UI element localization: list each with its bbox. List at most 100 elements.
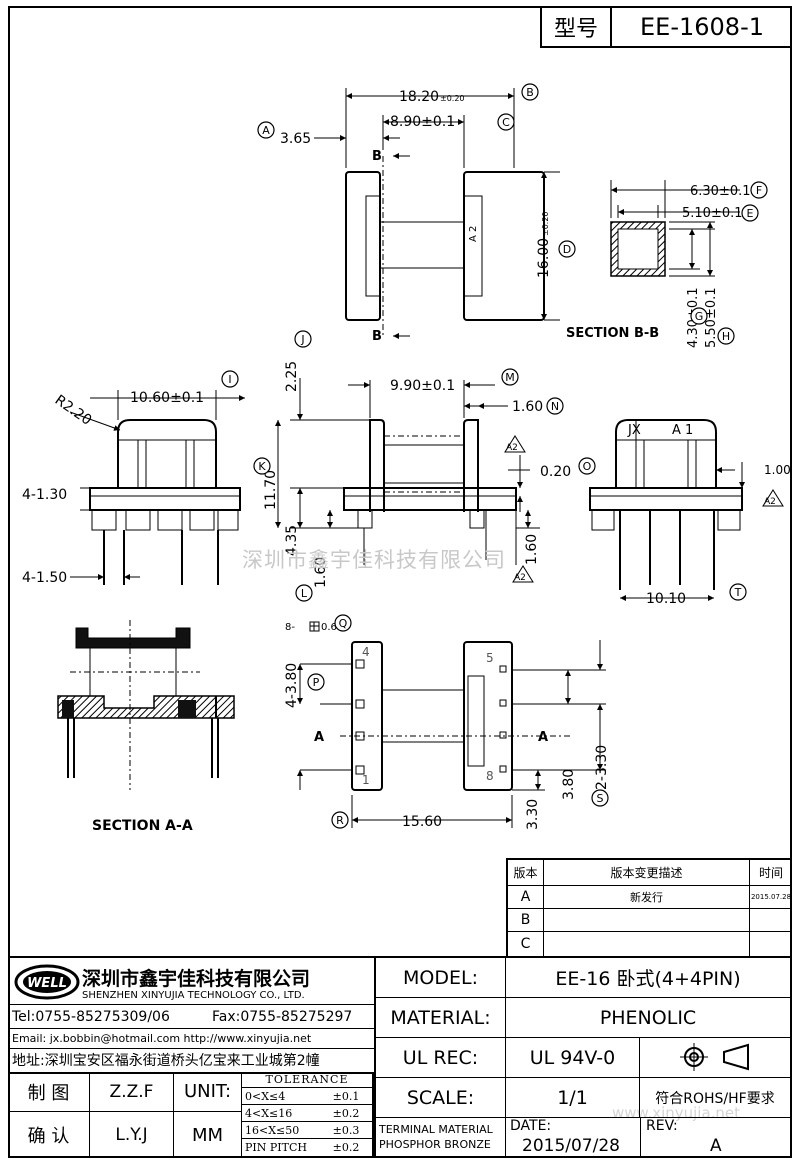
- title-block: WELL 深圳市鑫宇佳科技有限公司 SHENZHEN XINYUJIA TECH…: [8, 956, 792, 1158]
- top-view: [314, 88, 560, 339]
- callout-letter-b: B: [526, 86, 534, 99]
- material-value: PHENOLIC: [506, 998, 790, 1038]
- tol-value-4: ±0.2: [332, 1141, 360, 1154]
- callout-letter-t: T: [734, 586, 742, 599]
- section-b-bottom: B: [372, 329, 382, 344]
- callout-letter-i: I: [228, 373, 231, 386]
- callout-h: [717, 327, 735, 345]
- rohs-note: 符合ROHS/HF要求: [640, 1078, 790, 1118]
- left-side-view: [69, 390, 245, 585]
- unit-value: MM: [174, 1112, 242, 1158]
- dim-0-60: 0.60: [321, 622, 343, 633]
- dim-r2-20: R2.20: [52, 392, 95, 429]
- pin-5-label: 5: [486, 651, 494, 665]
- dim-0-20: 0.20: [540, 464, 571, 480]
- rev-row-b-ver: B: [508, 909, 544, 932]
- rev-header-desc: 版本变更描述: [544, 860, 750, 886]
- callout-letter-n: N: [551, 400, 559, 413]
- company-tel: Tel:0755-85275309/06: [12, 1009, 170, 1025]
- callout-letter-p: P: [313, 676, 320, 689]
- callout-letter-q: Q: [339, 617, 348, 630]
- company-fax: Fax:0755-85275297: [212, 1009, 353, 1025]
- callout-e: [741, 204, 759, 222]
- type-label-cell: 型号: [540, 8, 610, 48]
- dim-3-65: 3.65: [280, 131, 311, 147]
- dim-4-1-30: 4-1.30: [22, 487, 67, 503]
- dim-2-3-30: 2-3.30: [594, 745, 610, 790]
- callout-letter-k: K: [258, 460, 266, 473]
- callout-t: [729, 583, 747, 601]
- projection-symbol-cell: [640, 1038, 790, 1078]
- rev-header-date: 时间: [750, 860, 792, 886]
- dim-15-60: 15.60: [402, 814, 442, 830]
- scale-label: SCALE:: [376, 1078, 506, 1118]
- date-value: 2015/07/28: [522, 1136, 620, 1156]
- callout-letter-d: D: [563, 243, 571, 256]
- rev-row-c-date: [750, 932, 792, 956]
- rev-row-a-desc: 新发行: [544, 886, 750, 909]
- rev-row-c-ver: C: [508, 932, 544, 956]
- callout-s: [591, 789, 609, 807]
- watermark-company: 深圳市鑫宇佳科技有限公司: [242, 548, 506, 572]
- revision-table: 版本 版本变更描述 时间 A 新发行 2015.07.28 B C: [506, 858, 792, 956]
- ulrec-label: UL REC:: [376, 1038, 506, 1078]
- company-address: 地址:深圳宝安区福永街道桥头亿宝来工业城第2幢: [12, 1053, 320, 1069]
- callout-letter-j: J: [300, 333, 304, 346]
- jx-mark: JX: [627, 423, 641, 438]
- dim-3-80: 3.80: [561, 769, 577, 800]
- pin-8-label: 8: [486, 769, 494, 783]
- a1-mark: A 1: [672, 423, 693, 438]
- tol-value-2: ±0.2: [320, 1105, 372, 1122]
- callout-letter-h: H: [722, 330, 730, 343]
- well-logo-icon: WELL: [14, 964, 80, 1000]
- rev-row-a-ver: A: [508, 886, 544, 909]
- model-value: EE-16 卧式(4+4PIN): [506, 958, 790, 998]
- a2-mark-2: A2: [514, 573, 526, 583]
- dim-5-10: 5.10±0.1: [682, 206, 743, 221]
- company-name-en: SHENZHEN XINYUJIA TECHNOLOGY CO., LTD.: [82, 990, 305, 1001]
- callout-letter-c: C: [502, 116, 510, 129]
- dim-8-90: 8.90±0.1: [390, 114, 455, 130]
- callout-letter-o: O: [583, 460, 592, 473]
- dim-10-60: 10.60±0.1: [130, 390, 204, 406]
- drawn-value: Z.Z.F: [90, 1072, 174, 1112]
- callout-q: [334, 614, 352, 632]
- section-aa-label: SECTION A-A: [92, 818, 193, 834]
- check-label: 确 认: [8, 1112, 90, 1158]
- callout-letter-s: S: [597, 792, 604, 805]
- callout-o: [578, 457, 596, 475]
- callout-g: [690, 307, 708, 325]
- dim-1-60-front: 1.60: [313, 557, 329, 588]
- tol-range-3: 16<X≤50: [242, 1122, 320, 1139]
- callout-m: [501, 368, 519, 386]
- type-label: 型号: [553, 17, 598, 42]
- dim-1-00: 1.00: [764, 463, 791, 477]
- dim-5-50: 5.50±0.1: [704, 287, 719, 348]
- unit-label: UNIT:: [174, 1072, 242, 1112]
- section-aa-view: [57, 620, 235, 790]
- callout-letter-r: R: [336, 814, 344, 827]
- rev-header-ver: 版本: [508, 860, 544, 886]
- callout-letter-e: E: [747, 207, 754, 220]
- callout-circles: [221, 83, 768, 829]
- callout-a: [257, 121, 275, 139]
- section-a-right: A: [538, 730, 548, 745]
- callout-letter-l: L: [301, 587, 308, 600]
- dim-4-35: 4.35: [284, 525, 300, 556]
- callout-f: [750, 181, 768, 199]
- callout-n: [546, 397, 564, 415]
- drawn-label: 制 图: [8, 1072, 90, 1112]
- tol-value-3: ±0.3: [320, 1122, 372, 1139]
- section-bb-view: [610, 180, 740, 277]
- dim-16-00-tol: ±0.20: [541, 211, 550, 236]
- tol-range-1: 0<X≤4: [242, 1088, 320, 1105]
- check-value: L.Y.J: [90, 1112, 174, 1158]
- callout-letters: A B C D E F G H I J K L M N O P Q R S T: [228, 86, 762, 827]
- tol-range-4: PIN PITCH: [245, 1141, 307, 1154]
- callout-k: [253, 457, 271, 475]
- callout-l: [295, 584, 313, 602]
- dim-18-20: 18.20: [399, 89, 439, 105]
- tolerance-title: TOLERANCE: [242, 1072, 372, 1088]
- callout-letter-m: M: [505, 371, 515, 384]
